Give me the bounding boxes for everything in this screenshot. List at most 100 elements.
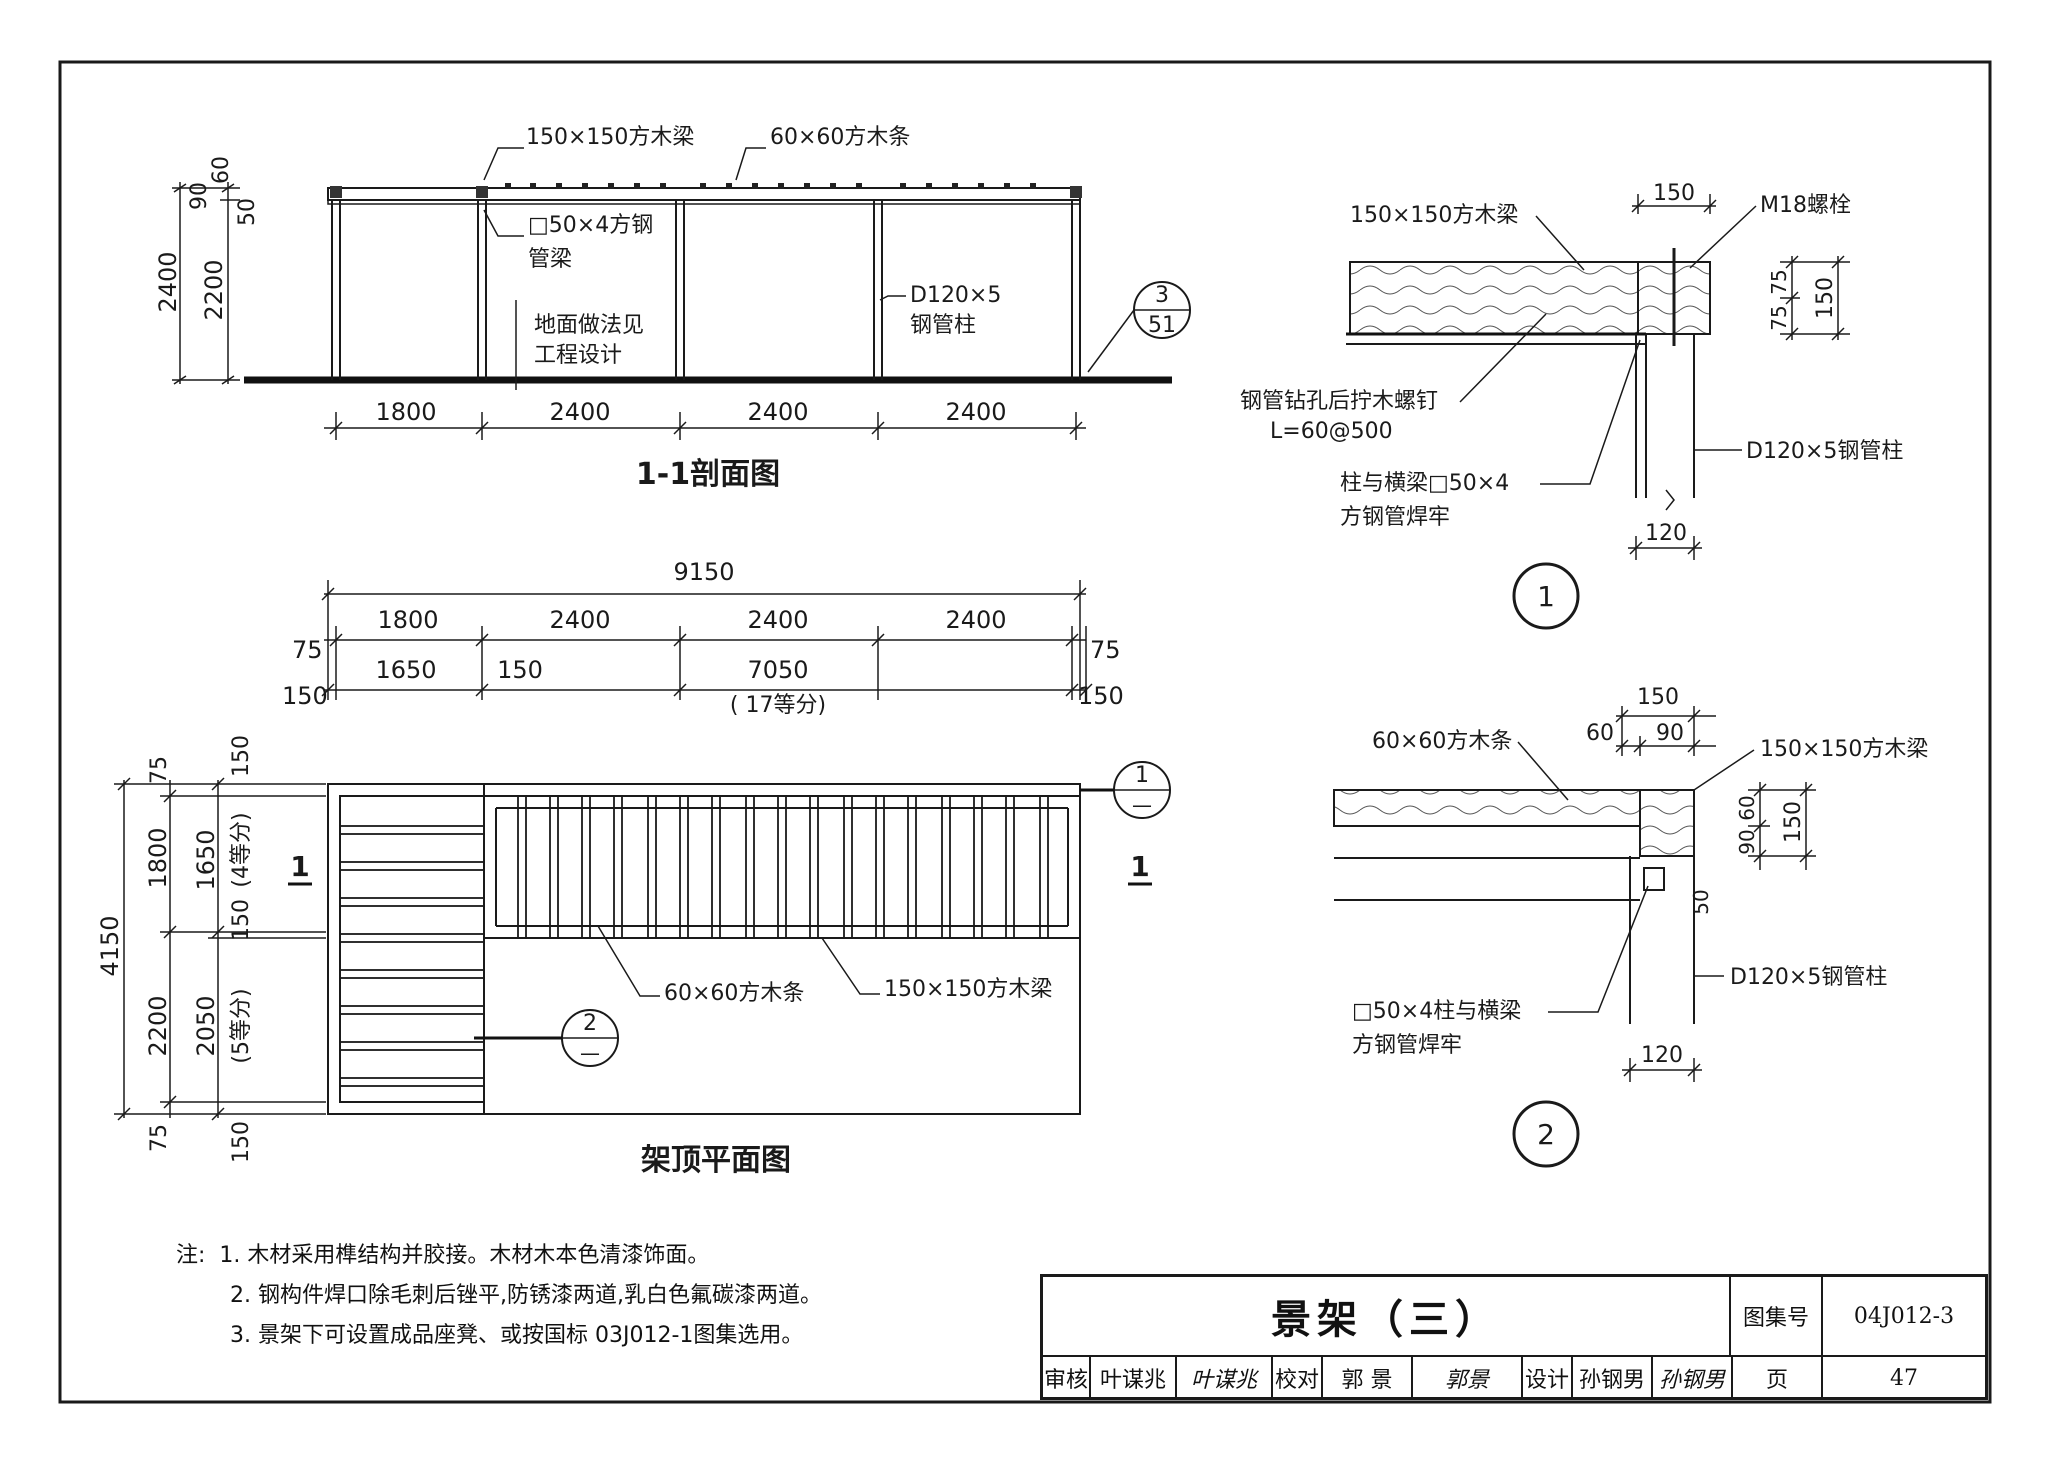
detail1-beam-label: 150×150方木梁 bbox=[1350, 203, 1518, 228]
plan-left-150a: 150 bbox=[229, 735, 254, 777]
section-column-line2: 钢管柱 bbox=[910, 313, 976, 338]
detail2-dim-side-60: 60 bbox=[1735, 795, 1759, 820]
plan-row2-7050: 7050 bbox=[747, 656, 808, 684]
plan-left-1800: 1800 bbox=[144, 827, 172, 888]
plan-span-3: 2400 bbox=[747, 606, 808, 634]
detail2-number: 2 bbox=[1537, 1118, 1555, 1151]
section-view bbox=[172, 147, 1191, 440]
plan-left-1650: 1650 bbox=[192, 829, 220, 890]
reviewer-name: 叶谋兆 bbox=[1089, 1357, 1175, 1399]
plan-cut-mark-left: 1 bbox=[290, 850, 309, 883]
checker-signature: 郭景 bbox=[1411, 1357, 1521, 1399]
plan-title: 架顶平面图 bbox=[641, 1143, 791, 1178]
plan-ref1-top: 1 bbox=[1135, 763, 1149, 788]
detail-2-view bbox=[1333, 706, 1816, 1168]
atlas-number: 04J012-3 bbox=[1821, 1277, 1985, 1357]
plan-equal17: ( 17等分) bbox=[730, 693, 826, 718]
section-ref-top: 3 bbox=[1155, 283, 1169, 308]
detail2-beam-label: 150×150方木梁 bbox=[1760, 737, 1928, 762]
section-strip-label: 60×60方木条 bbox=[770, 125, 910, 150]
plan-span-2: 2400 bbox=[549, 606, 610, 634]
plan-ref1-bottom: — bbox=[1132, 793, 1152, 817]
detail1-screw-line2: L=60@500 bbox=[1270, 419, 1393, 444]
detail2-dim-side-90: 90 bbox=[1735, 829, 1759, 854]
plan-left-75b: 75 bbox=[147, 1124, 172, 1152]
plan-edge-75-right: 75 bbox=[1090, 636, 1121, 664]
detail2-weld-line2: 方钢管焊牢 bbox=[1352, 1033, 1462, 1058]
section-span-3: 2400 bbox=[747, 398, 808, 426]
plan-beam-label: 150×150方木梁 bbox=[884, 977, 1052, 1002]
detail2-dim-60: 60 bbox=[1586, 721, 1614, 746]
checker-name: 郭 景 bbox=[1321, 1357, 1411, 1399]
designer-name: 孙钢男 bbox=[1571, 1357, 1651, 1399]
detail1-weld-line2: 方钢管焊牢 bbox=[1340, 505, 1450, 530]
detail1-dim-75b: 75 bbox=[1767, 305, 1791, 330]
section-beam-label: 150×150方木梁 bbox=[526, 125, 694, 150]
detail1-column-label: D120×5钢管柱 bbox=[1746, 439, 1903, 464]
plan-total: 9150 bbox=[673, 558, 734, 586]
page-label: 页 bbox=[1731, 1357, 1821, 1399]
section-span-4: 2400 bbox=[945, 398, 1006, 426]
check-label: 校对 bbox=[1271, 1357, 1321, 1399]
section-dim-50: 50 bbox=[235, 198, 260, 226]
review-label: 审核 bbox=[1043, 1368, 1088, 1393]
section-column-line1: D120×5 bbox=[910, 283, 1001, 308]
section-ground-line2: 工程设计 bbox=[534, 343, 622, 368]
notes-prefix: 注: bbox=[176, 1243, 206, 1268]
section-dim-90: 90 bbox=[187, 182, 212, 210]
plan-view bbox=[114, 580, 1171, 1121]
section-dim-60: 60 bbox=[209, 156, 234, 184]
plan-ref2-top: 2 bbox=[583, 1011, 597, 1036]
detail2-strip-label: 60×60方木条 bbox=[1372, 729, 1512, 754]
detail2-dim-150-top: 150 bbox=[1637, 685, 1679, 710]
plan-left-5eq: (5等分) bbox=[229, 988, 254, 1063]
detail1-dim-75a: 75 bbox=[1767, 269, 1791, 294]
plan-left-2050: 2050 bbox=[192, 995, 220, 1056]
page-number: 47 bbox=[1821, 1357, 1985, 1399]
detail1-bolt-label: M18螺栓 bbox=[1760, 193, 1851, 218]
plan-left-150c: 150 bbox=[229, 1121, 254, 1163]
plan-strip-label: 60×60方木条 bbox=[664, 981, 804, 1006]
plan-row2-1650: 1650 bbox=[375, 656, 436, 684]
section-steel-beam-line2: 管梁 bbox=[528, 247, 572, 272]
note-2: 2. 钢构件焊口除毛刺后锉平,防锈漆两道,乳白色氟碳漆两道。 bbox=[230, 1283, 822, 1308]
plan-left-150b: 150 bbox=[229, 899, 254, 941]
plan-edge-150-left: 150 bbox=[282, 682, 328, 710]
note-1-text: 1. 木材采用榫结构并胶接。木材木本色清漆饰面。 bbox=[219, 1243, 710, 1268]
plan-ref2-bottom: — bbox=[580, 1041, 600, 1065]
section-span-1: 1800 bbox=[375, 398, 436, 426]
reviewer-signature: 叶谋兆 bbox=[1175, 1357, 1271, 1399]
section-ground-line1: 地面做法见 bbox=[534, 313, 644, 338]
plan-left-total: 4150 bbox=[96, 915, 124, 976]
sheet-border bbox=[58, 60, 1992, 1404]
title-block: 景架（三） 图集号 04J012-3 审核 叶谋兆 叶谋兆 校对 郭 景 郭景 … bbox=[1040, 1274, 1988, 1400]
plan-span-4: 2400 bbox=[945, 606, 1006, 634]
detail1-weld-line1: 柱与横梁□50×4 bbox=[1340, 471, 1509, 496]
section-title: 1-1剖面图 bbox=[636, 457, 780, 492]
plan-edge-150-right: 150 bbox=[1078, 682, 1124, 710]
detail2-dim-side-50: 50 bbox=[1689, 889, 1713, 914]
section-span-2: 2400 bbox=[549, 398, 610, 426]
plan-span-1: 1800 bbox=[377, 606, 438, 634]
note-3: 3. 景架下可设置成品座凳、或按国标 03J012-1图集选用。 bbox=[230, 1323, 804, 1348]
designer-signature: 孙钢男 bbox=[1651, 1357, 1731, 1399]
section-dim-main: 2200 bbox=[200, 259, 228, 320]
section-dim-total: 2400 bbox=[154, 251, 182, 312]
detail2-weld-line1: □50×4柱与横梁 bbox=[1352, 999, 1521, 1024]
plan-cut-mark-right: 1 bbox=[1130, 850, 1149, 883]
plan-row2-150: 150 bbox=[497, 656, 543, 684]
detail-1-view bbox=[1346, 194, 1850, 630]
detail2-dim-side-150: 150 bbox=[1781, 801, 1806, 843]
note-1: 注: 1. 木材采用榫结构并胶接。木材木本色清漆饰面。 bbox=[176, 1236, 822, 1276]
plan-edge-75-left: 75 bbox=[292, 636, 323, 664]
detail1-number: 1 bbox=[1537, 580, 1555, 613]
detail1-dim-150-top: 150 bbox=[1653, 181, 1695, 206]
detail1-screw-line1: 钢管钻孔后拧木螺钉 bbox=[1240, 389, 1438, 414]
design-label: 设计 bbox=[1521, 1357, 1571, 1399]
drawing-title: 景架（三） bbox=[1043, 1277, 1731, 1357]
detail2-dim-90: 90 bbox=[1656, 721, 1684, 746]
notes-block: 注: 1. 木材采用榫结构并胶接。木材木本色清漆饰面。 2. 钢构件焊口除毛刺后… bbox=[176, 1236, 822, 1356]
plan-left-4eq: (4等分) bbox=[229, 812, 254, 887]
detail2-dim-120: 120 bbox=[1641, 1043, 1683, 1068]
section-steel-beam-line1: □50×4方钢 bbox=[528, 213, 653, 238]
